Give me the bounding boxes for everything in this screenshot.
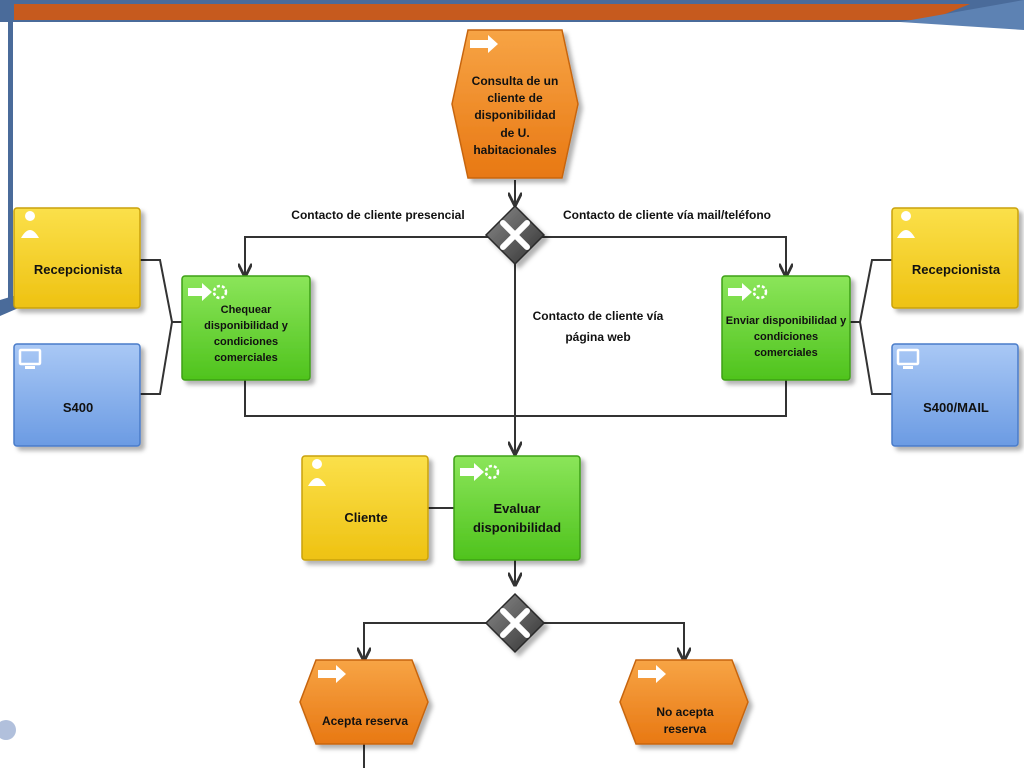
event-arrow-icon xyxy=(470,35,498,53)
label-web-line2: página web xyxy=(565,330,630,344)
function-send-availability[interactable] xyxy=(721,275,851,381)
function-evaluate-availability[interactable] xyxy=(453,455,581,561)
edge-check-to-evaluate xyxy=(244,380,515,417)
xor-icon xyxy=(500,608,530,638)
function-icon xyxy=(188,283,228,301)
monitor-icon xyxy=(18,348,42,369)
start-event[interactable] xyxy=(451,29,579,179)
function-icon xyxy=(460,463,500,481)
system-s400-mail-right[interactable] xyxy=(891,343,1019,447)
split-gateway[interactable] xyxy=(484,204,546,266)
role-receptionist-left[interactable] xyxy=(13,207,141,309)
edge-labels: Contacto de cliente presencial Contacto … xyxy=(291,208,771,344)
event-arrow-icon xyxy=(638,665,666,683)
edge-send-to-evaluate xyxy=(515,380,787,417)
function-check-availability[interactable] xyxy=(181,275,311,381)
edge-gateway-to-check xyxy=(245,236,492,276)
function-icon xyxy=(728,283,768,301)
person-icon xyxy=(21,211,39,238)
xor-icon xyxy=(500,220,530,250)
person-icon xyxy=(308,459,326,486)
event-arrow-icon xyxy=(318,665,346,683)
assoc-system-right xyxy=(859,321,892,395)
edge-gateway-to-send xyxy=(538,236,786,276)
monitor-icon xyxy=(896,348,920,369)
edges xyxy=(140,180,892,768)
role-client[interactable] xyxy=(301,455,429,561)
event-accept-reservation[interactable] xyxy=(299,659,429,745)
label-in-person: Contacto de cliente presencial xyxy=(291,208,464,222)
assoc-role-right xyxy=(850,259,892,323)
system-s400-left[interactable] xyxy=(13,343,141,447)
assoc-role-left xyxy=(140,259,182,323)
person-icon xyxy=(897,211,915,238)
edge-gateway-to-reject xyxy=(538,622,684,660)
event-reject-reservation[interactable] xyxy=(619,659,749,745)
decision-gateway[interactable] xyxy=(484,592,546,654)
label-mail-phone: Contacto de cliente vía mail/teléfono xyxy=(563,208,771,222)
label-web-line1: Contacto de cliente vía xyxy=(533,309,664,323)
assoc-system-left xyxy=(140,321,173,395)
role-receptionist-right[interactable] xyxy=(891,207,1019,309)
edge-gateway-to-accept xyxy=(364,622,492,660)
